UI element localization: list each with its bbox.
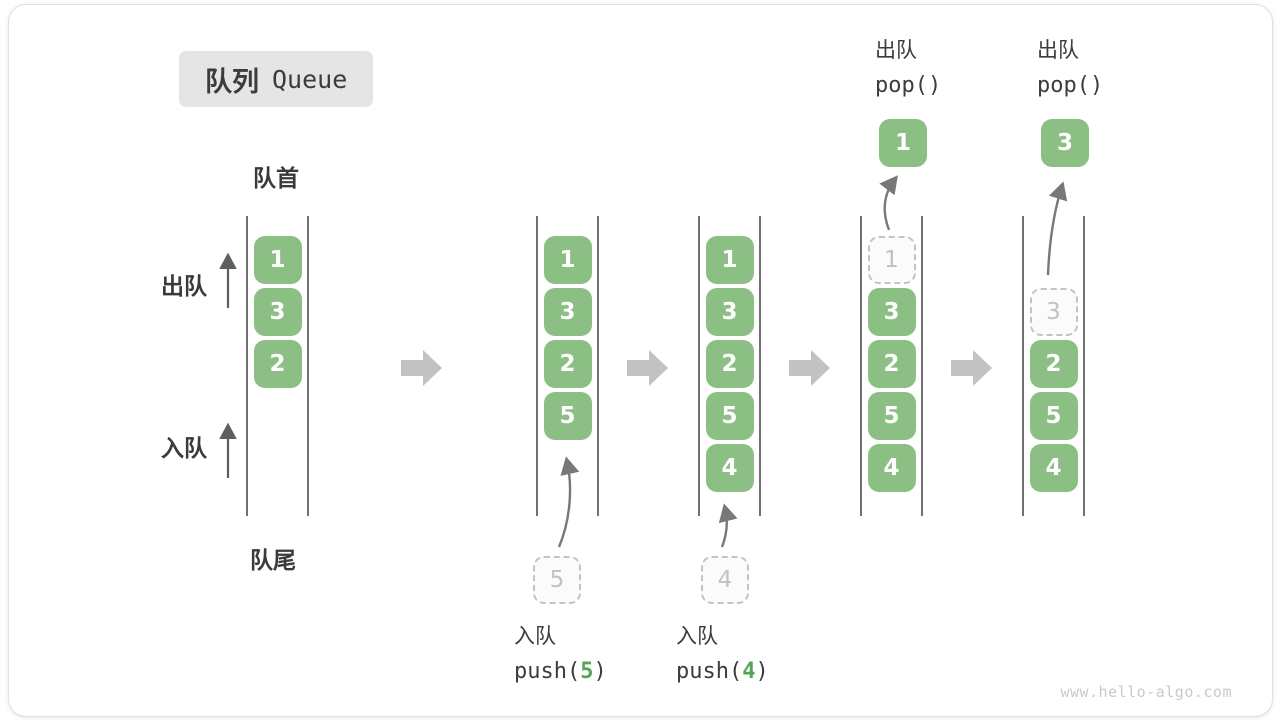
queue-3-element: 5 (705, 392, 754, 440)
queue-walls (246, 216, 1085, 516)
queue-5-element: 2 (1029, 340, 1078, 388)
queue-2-element: 5 (543, 392, 592, 440)
operation-label-2: 入队 push(5) (514, 621, 607, 687)
queue-4-element-ghost: 1 (867, 236, 916, 284)
call-post: ) (593, 659, 607, 684)
call-arg: 4 (742, 659, 756, 684)
title-zh: 队列 (205, 66, 259, 98)
queue-3-staged-element: 4 (701, 556, 749, 604)
queue-4-element: 2 (867, 340, 916, 388)
operation-label-5: 出队 pop() (1037, 35, 1103, 101)
flow-arrows (557, 175, 1068, 548)
call-pre: push( (514, 659, 581, 684)
flow-arrow-state-2 (557, 456, 580, 548)
queue-1-element: 2 (253, 340, 302, 388)
call-arg: 5 (580, 659, 594, 684)
label-enqueue: 入队 (161, 436, 207, 462)
operation-name: 入队 (514, 624, 556, 648)
call-post: ) (755, 659, 769, 684)
queue-3-element: 3 (705, 288, 754, 336)
title-badge: 队列 Queue (179, 51, 374, 107)
label-queue-rear: 队尾 (250, 548, 296, 574)
operation-name: 出队 (875, 38, 917, 62)
label-dequeue: 出队 (161, 274, 207, 300)
queue-3-element: 4 (705, 444, 754, 492)
step-arrow-1 (401, 350, 442, 386)
queue-4-popped-element: 1 (879, 119, 927, 167)
queue-3-element: 2 (705, 340, 754, 388)
queue-1-element: 1 (253, 236, 302, 284)
queue-2-staged-element: 5 (533, 556, 581, 604)
step-arrow-2 (627, 350, 668, 386)
call-pre: push( (676, 659, 743, 684)
watermark: www.hello-algo.com (1060, 683, 1232, 701)
operation-call: push(4) (676, 657, 769, 687)
call-pre: pop( (1037, 73, 1090, 98)
call-post: ) (1089, 73, 1104, 98)
operation-name: 入队 (676, 624, 718, 648)
operation-call: pop() (875, 71, 941, 101)
queue-4-element: 4 (867, 444, 916, 492)
operation-label-3: 入队 push(4) (676, 621, 769, 687)
title-en: Queue (272, 64, 348, 94)
label-queue-front: 队首 (253, 166, 299, 192)
step-arrow-3 (789, 350, 830, 386)
operation-label-4: 出队 pop() (875, 35, 941, 101)
operation-name: 出队 (1037, 38, 1079, 62)
flow-arrow-state-3 (718, 503, 738, 548)
queue-5-popped-element: 3 (1041, 119, 1089, 167)
call-post: ) (927, 73, 942, 98)
operation-call: pop() (1037, 71, 1103, 101)
step-arrow-4 (951, 350, 992, 386)
operation-call: push(5) (514, 657, 607, 687)
queue-4-element: 5 (867, 392, 916, 440)
queue-3-element: 1 (705, 236, 754, 284)
queue-2-element: 2 (543, 340, 592, 388)
queue-2-element: 1 (543, 236, 592, 284)
queue-5-element: 5 (1029, 392, 1078, 440)
queue-5-element-ghost: 3 (1029, 288, 1078, 336)
queue-2-element: 3 (543, 288, 592, 336)
flow-arrow-state-5 (1046, 181, 1068, 276)
diagram-overlay (219, 175, 1085, 548)
queue-4-element: 3 (867, 288, 916, 336)
call-pre: pop( (875, 73, 928, 98)
queue-5-element: 4 (1029, 444, 1078, 492)
queue-1-element: 3 (253, 288, 302, 336)
flow-arrow-state-4 (879, 175, 898, 231)
